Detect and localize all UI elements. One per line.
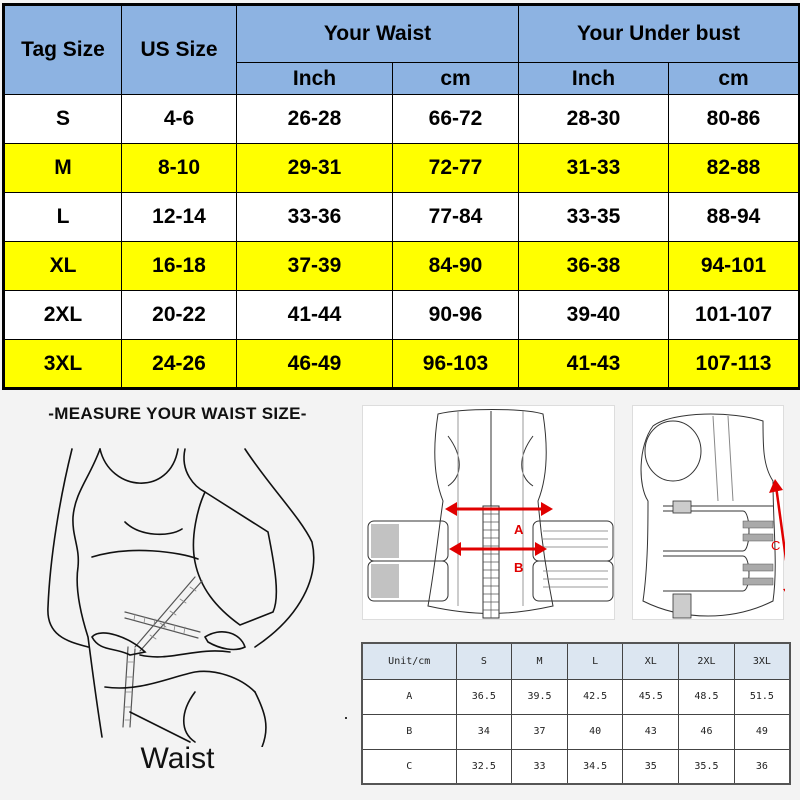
bust-inch-cell: 36-38 — [518, 241, 669, 291]
header-bust-inch: Inch — [518, 62, 669, 95]
measurement-cell: 35 — [622, 748, 680, 785]
waist-cm-cell: 84-90 — [392, 241, 519, 291]
size-header: L — [566, 642, 624, 680]
measurement-cell: 33 — [511, 748, 568, 785]
header-waist-cm: cm — [392, 62, 519, 95]
size-header: S — [455, 642, 513, 680]
waist-cm-cell: 66-72 — [392, 94, 519, 144]
tag-size-cell: 3XL — [3, 339, 122, 389]
table-row: A 36.5 39.5 42.5 45.5 48.5 51.5 — [361, 678, 791, 715]
measurement-cell: 36.5 — [455, 678, 513, 715]
measurement-cell: 32.5 — [455, 748, 513, 785]
size-header: XL — [622, 642, 680, 680]
row-label: C — [361, 748, 457, 785]
measurement-cell: 34 — [455, 713, 513, 750]
label-b: B — [514, 560, 523, 575]
garment-measurement-table: Unit/cm S M L XL 2XL 3XL A 36.5 39.5 42.… — [361, 642, 791, 785]
table-row: M 8-10 29-31 72-77 31-33 82-88 — [3, 143, 800, 193]
header-your-under-bust: Your Under bust — [517, 4, 800, 63]
table-row: XL 16-18 37-39 84-90 36-38 94-101 — [3, 241, 800, 291]
table-row: L 12-14 33-36 77-84 33-35 88-94 — [3, 192, 800, 242]
measurement-cell: 40 — [566, 713, 624, 750]
unit-header: Unit/cm — [361, 642, 457, 680]
label-a: A — [514, 522, 524, 537]
us-size-cell: 16-18 — [121, 241, 237, 291]
stray-dot — [345, 717, 347, 719]
waist-cm-cell: 72-77 — [392, 143, 519, 193]
header-tag-size: Tag Size — [3, 4, 122, 95]
us-size-cell: 4-6 — [121, 94, 237, 144]
us-size-cell: 8-10 — [121, 143, 237, 193]
waist-inch-cell: 46-49 — [236, 339, 393, 389]
measurement-cell: 48.5 — [678, 678, 735, 715]
bust-cm-cell: 80-86 — [667, 94, 800, 144]
vest-side-illustration: C — [640, 413, 785, 619]
measurement-cell: 42.5 — [566, 678, 624, 715]
waist-inch-cell: 37-39 — [236, 241, 393, 291]
header-your-waist: Your Waist — [236, 4, 519, 63]
bust-cm-cell: 107-113 — [667, 339, 800, 389]
row-label: B — [361, 713, 457, 750]
bust-inch-cell: 39-40 — [518, 290, 669, 340]
bust-cm-cell: 101-107 — [667, 290, 800, 340]
us-size-cell: 24-26 — [121, 339, 237, 389]
header-bust-cm: cm — [667, 62, 800, 95]
table-row: C 32.5 33 34.5 35 35.5 36 — [361, 748, 791, 785]
waist-inch-cell: 26-28 — [236, 94, 393, 144]
tag-size-cell: M — [3, 143, 122, 193]
measure-waist-panel: -MEASURE YOUR WAIST SIZE- — [0, 392, 355, 800]
bust-inch-cell: 31-33 — [518, 143, 669, 193]
waist-inch-cell: 41-44 — [236, 290, 393, 340]
size-header: 2XL — [678, 642, 735, 680]
table-row: 2XL 20-22 41-44 90-96 39-40 101-107 — [3, 290, 800, 340]
size-header: 3XL — [733, 642, 791, 680]
size-chart-table: Tag Size US Size Your Waist Your Under b… — [2, 3, 800, 390]
vest-front-illustration: A B — [367, 409, 614, 619]
us-size-cell: 20-22 — [121, 290, 237, 340]
vest-front-diagram: A B — [362, 405, 615, 620]
measurement-cell: 37 — [511, 713, 568, 750]
table-row: 3XL 24-26 46-49 96-103 41-43 107-113 — [3, 339, 800, 389]
measurement-cell: 45.5 — [622, 678, 680, 715]
measurement-cell: 49 — [733, 713, 791, 750]
measure-title: -MEASURE YOUR WAIST SIZE- — [48, 404, 307, 423]
body-measuring-illustration — [47, 448, 315, 747]
waist-inch-cell: 29-31 — [236, 143, 393, 193]
measurement-cell: 34.5 — [566, 748, 624, 785]
tag-size-cell: L — [3, 192, 122, 242]
table-row: B 34 37 40 43 46 49 — [361, 713, 791, 750]
tag-size-cell: XL — [3, 241, 122, 291]
row-label: A — [361, 678, 457, 715]
vest-side-diagram: C — [632, 405, 785, 620]
measurement-cell: 51.5 — [733, 678, 791, 715]
header-waist-inch: Inch — [236, 62, 393, 95]
bust-inch-cell: 33-35 — [518, 192, 669, 242]
table-row: S 4-6 26-28 66-72 28-30 80-86 — [3, 94, 800, 144]
measurement-cell: 35.5 — [678, 748, 735, 785]
tag-size-cell: 2XL — [3, 290, 122, 340]
measurement-cell: 36 — [733, 748, 791, 785]
waist-cm-cell: 77-84 — [392, 192, 519, 242]
bust-cm-cell: 82-88 — [667, 143, 800, 193]
bust-cm-cell: 88-94 — [667, 192, 800, 242]
measurement-cell: 39.5 — [511, 678, 568, 715]
label-c: C — [771, 538, 780, 553]
waist-caption: Waist — [140, 742, 215, 775]
waist-inch-cell: 33-36 — [236, 192, 393, 242]
waist-cm-cell: 90-96 — [392, 290, 519, 340]
bust-inch-cell: 28-30 — [518, 94, 669, 144]
waist-cm-cell: 96-103 — [392, 339, 519, 389]
measurement-cell: 46 — [678, 713, 735, 750]
size-header: M — [511, 642, 568, 680]
measurement-cell: 43 — [622, 713, 680, 750]
bust-inch-cell: 41-43 — [518, 339, 669, 389]
us-size-cell: 12-14 — [121, 192, 237, 242]
bust-cm-cell: 94-101 — [667, 241, 800, 291]
header-us-size: US Size — [121, 4, 237, 95]
tag-size-cell: S — [3, 94, 122, 144]
